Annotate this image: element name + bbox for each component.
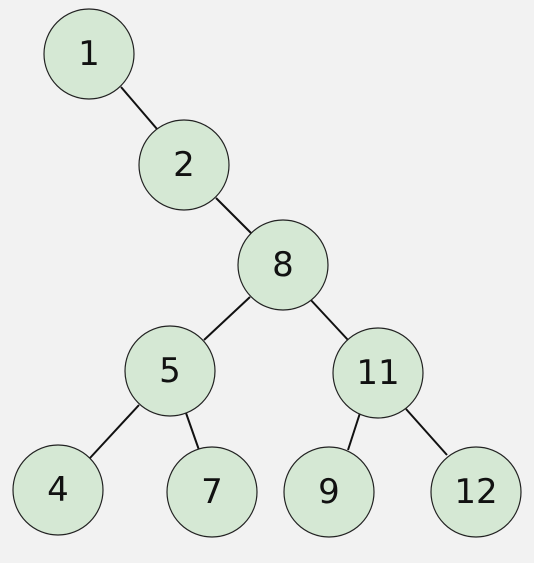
node-label: 5 — [159, 351, 181, 391]
node-label: 12 — [454, 472, 497, 512]
tree-node-8: 8 — [237, 219, 329, 311]
edge-2-8 — [215, 197, 252, 234]
edge-8-5 — [203, 296, 251, 341]
tree-node-5: 5 — [124, 325, 216, 417]
node-circle — [237, 219, 329, 311]
edge-11-9 — [347, 412, 361, 451]
node-circle — [332, 327, 424, 419]
node-circle — [283, 446, 375, 538]
tree-node-7: 7 — [166, 446, 258, 538]
node-label: 11 — [356, 353, 399, 393]
node-label: 7 — [201, 472, 223, 512]
edge-11-12 — [405, 408, 448, 456]
tree-node-11: 11 — [332, 327, 424, 419]
tree-node-2: 2 — [138, 119, 230, 211]
node-label: 1 — [78, 34, 100, 74]
node-label: 8 — [272, 245, 294, 285]
edge-8-11 — [308, 297, 349, 341]
tree-node-4: 4 — [12, 444, 104, 536]
node-label: 2 — [173, 145, 195, 185]
edge-5-4 — [89, 404, 140, 459]
edge-5-7 — [185, 412, 200, 451]
node-circle — [12, 444, 104, 536]
node-circle — [430, 446, 522, 538]
node-label: 9 — [318, 472, 340, 512]
node-circle — [138, 119, 230, 211]
tree-node-12: 12 — [430, 446, 522, 538]
tree-node-1: 1 — [43, 8, 135, 100]
edge-1-2 — [120, 86, 158, 130]
node-circle — [166, 446, 258, 538]
node-circle — [124, 325, 216, 417]
node-circle — [43, 8, 135, 100]
node-label: 4 — [47, 470, 69, 510]
tree-node-9: 9 — [283, 446, 375, 538]
